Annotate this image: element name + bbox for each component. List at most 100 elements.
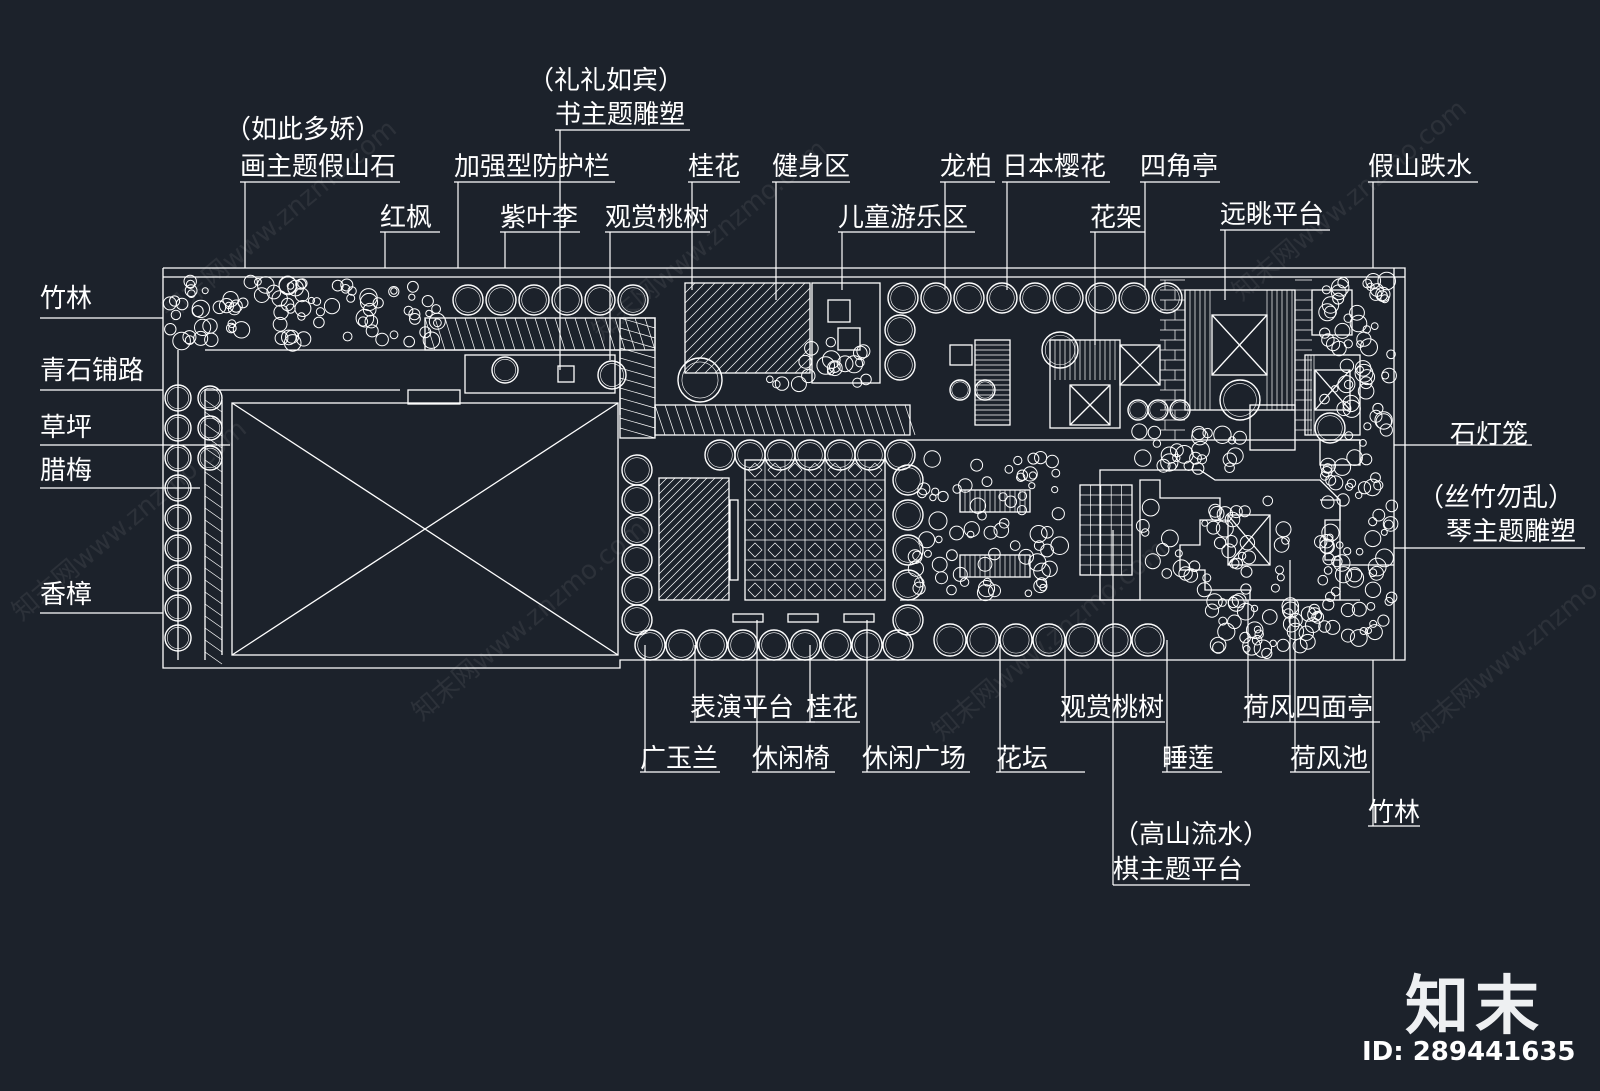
tree-symbol-inner: [895, 572, 921, 598]
shrub-symbol: [274, 331, 289, 346]
shrub-symbol: [1331, 340, 1347, 357]
shrub-symbol: [295, 278, 307, 290]
shrub-symbol: [828, 361, 841, 374]
paving-hatch: [494, 317, 506, 351]
shrub-symbol: [1342, 394, 1360, 413]
shrub-symbol: [1227, 596, 1239, 609]
shrub-symbol: [1341, 628, 1355, 643]
shrub-symbol: [822, 350, 841, 369]
shrub-symbol: [912, 550, 922, 561]
shrub-symbol: [1160, 453, 1179, 472]
shrub-symbol: [218, 298, 235, 314]
label-lookout: 远眺平台: [1220, 200, 1325, 230]
shrub-symbol: [191, 305, 204, 318]
shrub-symbol: [918, 531, 936, 549]
tree-symbol-inner: [707, 442, 733, 468]
tree-symbol-inner: [730, 632, 756, 658]
tree-symbol-inner: [1129, 401, 1147, 419]
shrub-symbol: [1217, 622, 1236, 641]
tree-symbol-inner: [624, 487, 650, 513]
shrub-symbol: [1028, 482, 1036, 490]
shrub-symbol: [1206, 593, 1223, 610]
tree-symbol-inner: [1002, 626, 1030, 654]
tree-symbol: [621, 454, 653, 486]
tree-symbol-inner: [167, 507, 189, 529]
tree-symbol-inner: [895, 537, 921, 563]
plaza-tile: [867, 522, 883, 538]
path-hatch: [204, 579, 223, 593]
fitness-hatch: [684, 282, 756, 354]
shrub-symbol: [1383, 519, 1394, 530]
shrub-symbol: [917, 482, 931, 496]
fitness-hatch: [744, 307, 811, 374]
shrub-symbol: [1382, 516, 1399, 532]
shrub-symbol: [1345, 568, 1365, 588]
shrub-symbol: [1360, 453, 1373, 466]
paving-hatch: [684, 404, 696, 436]
kids-play-area: [811, 282, 881, 384]
paving-hatch: [619, 327, 656, 339]
shrub-symbol: [1365, 273, 1382, 289]
tree-symbol-inner: [624, 607, 650, 633]
shrub-symbol: [1335, 541, 1344, 549]
shrub-symbol: [1321, 296, 1340, 314]
plaza-tile: [807, 582, 823, 598]
leisure-plaza: [744, 459, 886, 601]
label-bamboo-right: 竹林: [1368, 798, 1421, 828]
stage-hatch: [712, 583, 730, 601]
shrub-symbol: [1218, 598, 1227, 607]
tree-symbol-inner: [923, 285, 949, 311]
shrub-symbol: [1269, 639, 1277, 647]
shrub-symbol: [1152, 439, 1162, 448]
shrub-symbol: [1368, 517, 1378, 527]
shrub-symbol: [1191, 425, 1206, 441]
shrub-symbol: [1343, 379, 1354, 390]
tree-symbol-inner: [895, 467, 921, 493]
tree-symbol: [164, 384, 192, 412]
paving-hatch: [764, 404, 776, 436]
four-corner-pavilion: [1184, 289, 1296, 411]
paving-hatch: [824, 404, 836, 436]
tree-symbol-inner: [1171, 401, 1189, 419]
tree-symbol: [704, 439, 736, 471]
tree-symbol-inner: [936, 626, 964, 654]
paving-hatch: [544, 317, 556, 351]
shrub-symbol: [1131, 423, 1148, 440]
tree-symbol: [892, 534, 924, 566]
label-book-sculpture: 书主题雕塑: [555, 100, 686, 130]
tree-symbol-inner: [600, 363, 624, 387]
shrub-symbol: [977, 556, 993, 572]
shrub-symbol: [1262, 609, 1278, 625]
plaza-tile: [847, 582, 863, 598]
shrub-symbol: [164, 323, 177, 336]
path-hatch: [204, 459, 223, 473]
tree-symbol-inner: [624, 457, 650, 483]
shrub-symbol: [931, 487, 940, 496]
shrub-symbol: [307, 296, 316, 305]
plaza-tile: [827, 482, 843, 498]
shrub-symbol: [1377, 271, 1396, 291]
tree-symbol: [933, 623, 967, 657]
path-hatch: [204, 519, 223, 533]
shrub-symbol: [1300, 606, 1317, 622]
shrub-symbol: [1226, 447, 1244, 465]
shrub-symbol: [959, 577, 970, 587]
tree-symbol: [820, 629, 852, 661]
paving-hatch: [794, 404, 806, 436]
shrub-symbol: [183, 274, 197, 289]
shrub-symbol: [1321, 495, 1335, 509]
tree-symbol: [1065, 623, 1099, 657]
shrub-symbol: [1318, 303, 1337, 322]
plaza-tile: [747, 562, 763, 578]
shrub-symbol: [1307, 607, 1322, 622]
paving-hatch: [754, 404, 766, 436]
shrub-symbol: [977, 510, 987, 521]
plaza-tile: [847, 562, 863, 578]
paving-hatch: [724, 404, 736, 436]
label-kids-play: 儿童游乐区: [838, 203, 969, 233]
shrub-symbol: [172, 331, 191, 351]
shrub-symbol: [1318, 620, 1331, 633]
paving-hatch: [784, 404, 796, 436]
shrub-symbol: [1222, 452, 1238, 467]
shrub-symbol: [1384, 596, 1394, 606]
